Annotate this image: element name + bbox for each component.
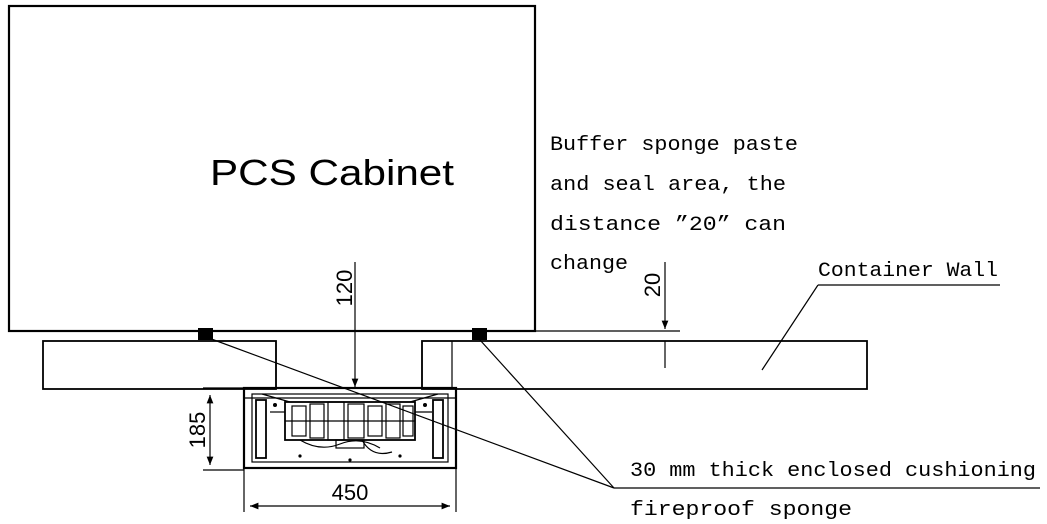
sponge-label-line-1: 30 mm thick enclosed cushioning (630, 460, 1036, 483)
container-wall-right-section (421, 340, 868, 390)
duct-internal-components (261, 393, 439, 462)
note-line-1: Buffer sponge paste (550, 134, 798, 157)
fireproof-sponge-callout: 30 mm thick enclosed cushioning fireproo… (205, 336, 1040, 522)
note-line-4: change (550, 253, 628, 276)
dimension-20: 20 (535, 262, 680, 368)
container-wall-leader (761, 284, 819, 371)
sponge-leader-right (479, 339, 615, 489)
duct-left-bracket (255, 399, 267, 459)
container-wall-label: Container Wall (818, 260, 998, 283)
sponge-label-line-2: fireproof sponge (630, 499, 852, 522)
sponge-block-right (472, 328, 487, 340)
container-wall-left-section (42, 340, 277, 390)
duct-right-bracket (432, 399, 444, 459)
duct-outer-frame (242, 386, 458, 470)
sponge-leader-left (205, 336, 615, 489)
dimension-120: 120 (332, 262, 359, 387)
container-wall (42, 340, 868, 390)
dimension-120-label: 120 (332, 270, 357, 307)
dimension-450-label: 450 (332, 480, 369, 505)
cabinet-label: PCS Cabinet (210, 152, 454, 193)
dimension-20-label: 20 (640, 273, 665, 297)
duct-assembly (242, 386, 458, 470)
note-line-2: and seal area, the (550, 174, 786, 197)
buffer-sponge-note: Buffer sponge paste and seal area, the d… (550, 134, 798, 276)
dimension-185-label: 185 (185, 412, 210, 449)
sponge-block-left (198, 328, 213, 340)
dimension-450: 450 (243, 468, 457, 512)
pcs-cabinet: PCS Cabinet (7, 4, 537, 333)
note-line-3: distance ”20” can (550, 214, 786, 237)
container-wall-callout: Container Wall (761, 260, 1000, 371)
dimension-185: 185 (185, 387, 250, 471)
duct-inner-frame (251, 393, 449, 463)
cabinet-outline (7, 4, 537, 333)
